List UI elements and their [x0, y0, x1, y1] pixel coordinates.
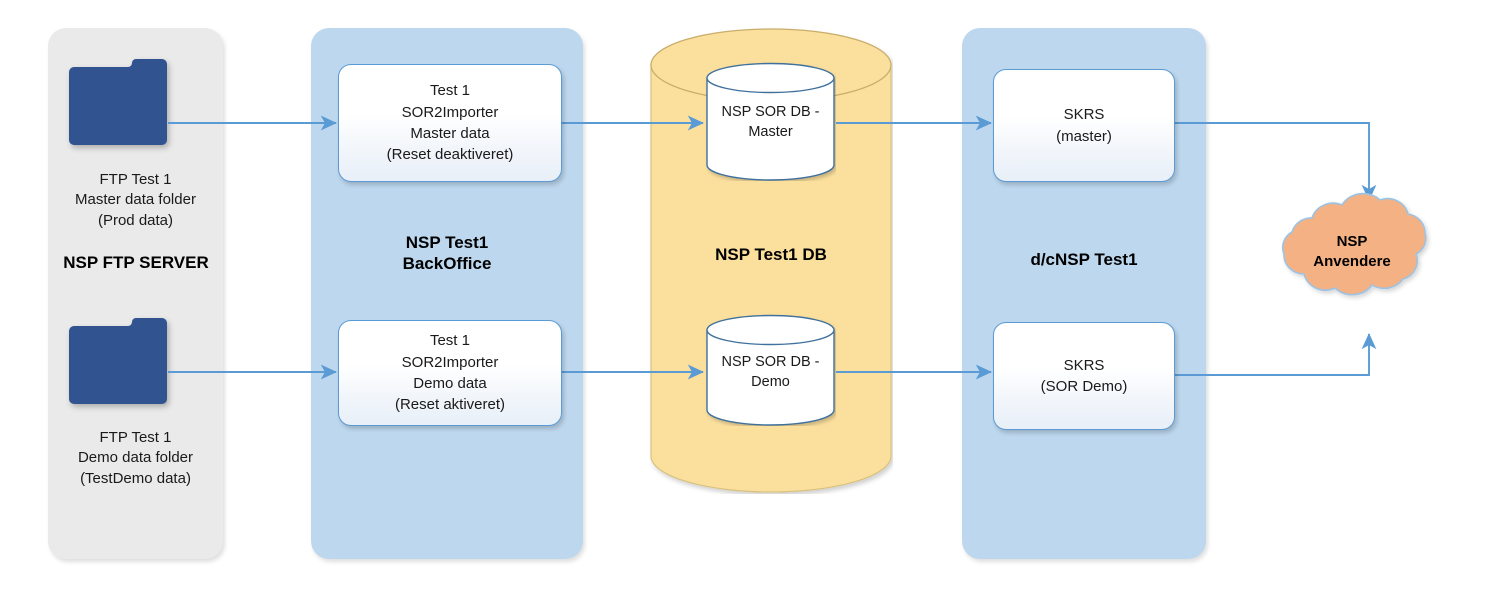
- folder-caption-demo: FTP Test 1 Demo data folder (TestDemo da…: [77, 429, 194, 487]
- process-box-importer-master[interactable]: Test 1 SOR2Importer Master data (Reset d…: [338, 64, 562, 182]
- cloud-icon[interactable]: NSP Anvendere: [1252, 184, 1452, 324]
- process-box-importer-demo[interactable]: Test 1 SOR2Importer Demo data (Reset akt…: [338, 320, 562, 426]
- lane-backoffice-label: NSP Test1 BackOffice: [402, 233, 492, 274]
- process-box-skrs-demo-label: SKRS (SOR Demo): [1040, 356, 1128, 395]
- folder-caption-master: FTP Test 1 Master data folder (Prod data…: [75, 171, 196, 229]
- folder-icon[interactable]: [66, 58, 170, 146]
- folder-icon[interactable]: [66, 317, 170, 405]
- cloud-label: NSP Anvendere: [1313, 233, 1391, 270]
- database-cylinder-label-master: NSP SOR DB - Master: [721, 104, 820, 141]
- process-box-importer-master-label: Test 1 SOR2Importer Master data (Reset d…: [386, 82, 514, 164]
- lane-dcnsp-label: d/cNSP Test1: [1030, 250, 1138, 269]
- database-cylinder-icon[interactable]: NSP SOR DB - Master: [705, 62, 836, 181]
- lane-ftp-server-label: NSP FTP SERVER: [63, 253, 209, 272]
- process-box-skrs-master[interactable]: SKRS (master): [993, 69, 1175, 182]
- process-box-importer-demo-label: Test 1 SOR2Importer Demo data (Reset akt…: [394, 332, 506, 414]
- lane-db-label: NSP Test1 DB: [715, 245, 827, 264]
- database-cylinder-label-demo: NSP SOR DB - Demo: [721, 354, 820, 391]
- process-box-skrs-demo[interactable]: SKRS (SOR Demo): [993, 322, 1175, 430]
- database-cylinder-icon[interactable]: NSP SOR DB - Demo: [705, 314, 836, 426]
- process-box-skrs-master-label: SKRS (master): [1056, 106, 1112, 145]
